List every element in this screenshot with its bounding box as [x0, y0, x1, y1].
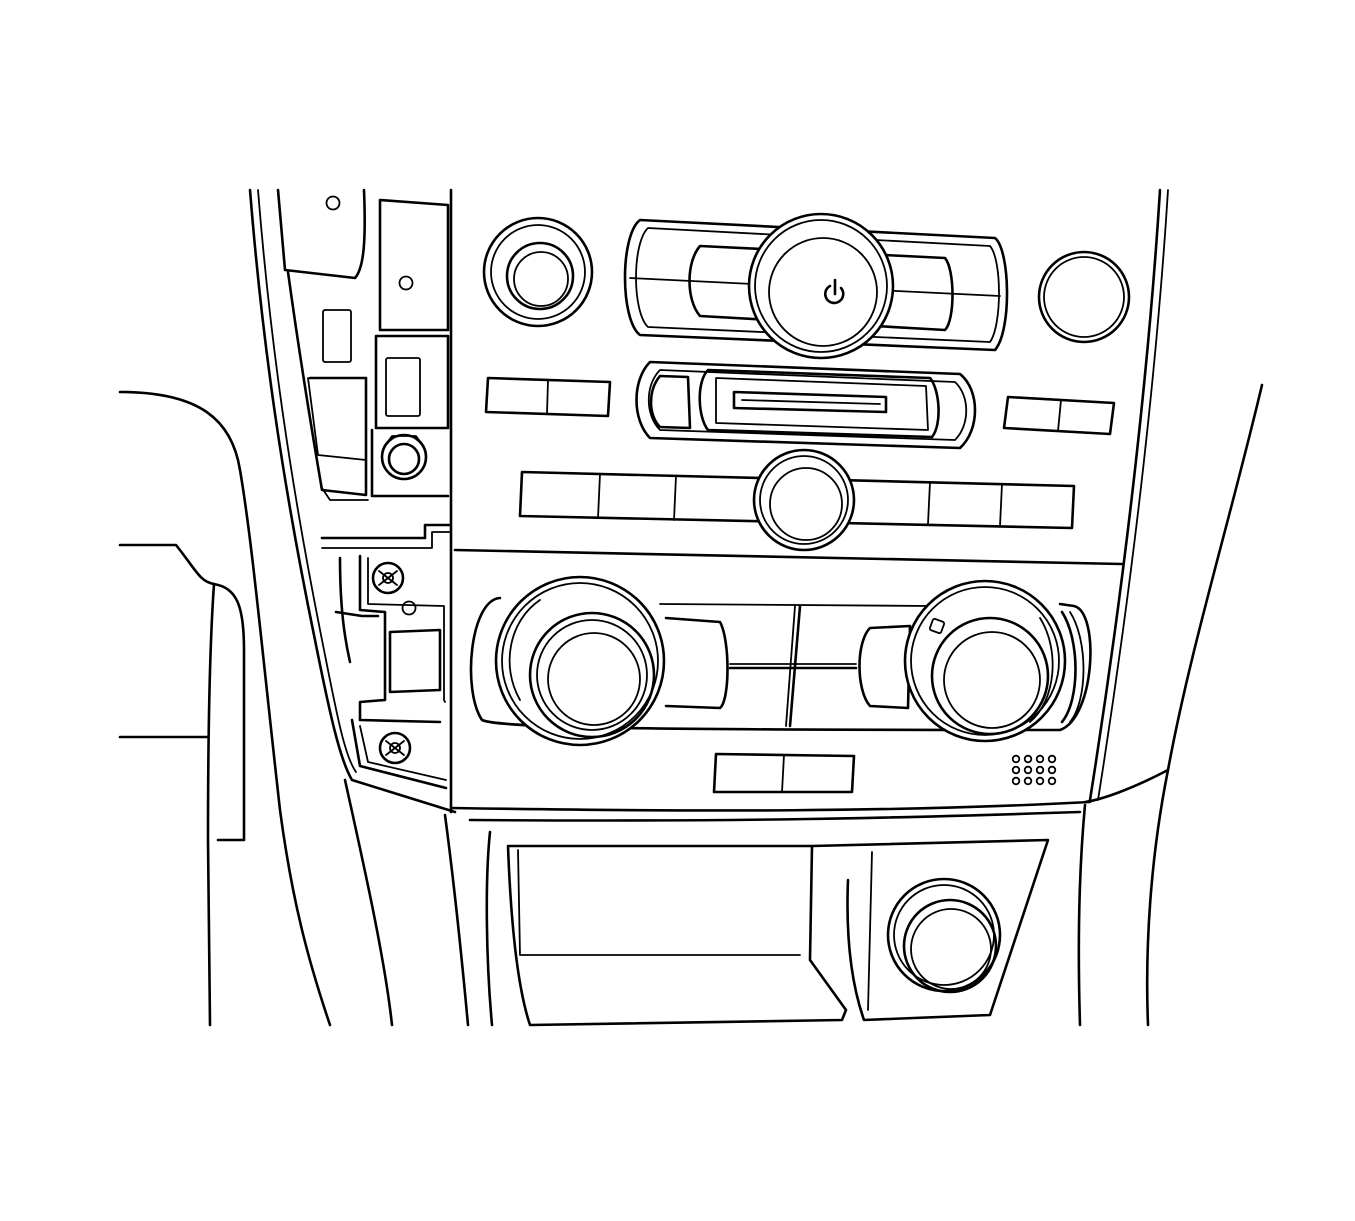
- console-side-panels: [248, 188, 1264, 1027]
- climate-buttons[interactable]: [712, 752, 856, 794]
- left-trim-strip: [276, 188, 452, 790]
- lower-console-frame: [468, 810, 1082, 1027]
- screw-icon: [371, 561, 405, 595]
- right-preset-buttons[interactable]: [1002, 395, 1116, 436]
- temperature-knob-left[interactable]: [494, 575, 666, 747]
- preset-button-row[interactable]: [518, 470, 1076, 530]
- tune-knob[interactable]: [482, 216, 594, 328]
- climate-control-panel: [469, 596, 1092, 732]
- power-volume-knob[interactable]: [747, 212, 895, 360]
- volume-knob-right[interactable]: [1037, 250, 1131, 344]
- cd-slot-housing: [635, 360, 977, 450]
- radio-faceplate: [449, 188, 1124, 814]
- four-wheel-drive-knob[interactable]: [886, 877, 1002, 994]
- storage-bin[interactable]: [506, 838, 1050, 1027]
- left-seat-outline: [118, 390, 332, 1027]
- temperature-knob-right[interactable]: [903, 579, 1067, 743]
- speaker-grille-icon: [1011, 754, 1057, 786]
- screw-icon: [378, 731, 412, 765]
- cd-slot[interactable]: [732, 390, 888, 414]
- power-icon: [823, 278, 845, 305]
- audio-menu-knob[interactable]: [752, 448, 856, 552]
- left-preset-buttons[interactable]: [484, 376, 612, 418]
